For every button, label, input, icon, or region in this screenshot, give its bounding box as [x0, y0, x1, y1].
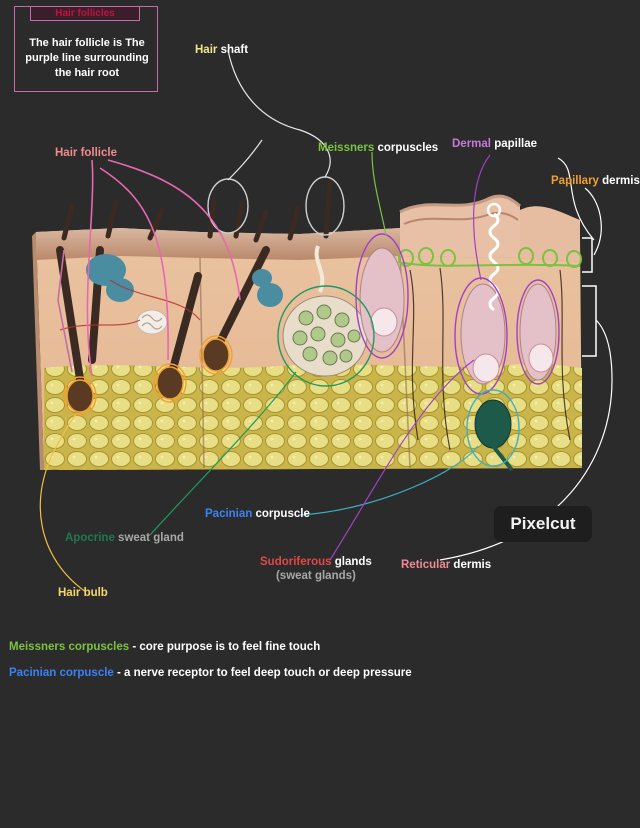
legend-pacinian-term: Pacinian corpuscle	[9, 667, 114, 679]
hair-bulbs	[66, 338, 230, 413]
label-pacinian-corpuscle: Pacinian corpuscle	[205, 508, 310, 520]
label-meissners-accent: Meissners	[318, 142, 375, 154]
note-line-1: The hair follicle is The	[29, 37, 145, 49]
legend-pacinian-definition: - a nerve receptor to feel deep touch or…	[113, 667, 412, 679]
label-hair-follicle: Hair follicle	[55, 147, 117, 159]
label-papillary-rest: dermis	[602, 175, 640, 187]
label-meissners-corpuscles: Meissners corpuscles	[318, 142, 438, 154]
hair-roots	[56, 246, 270, 396]
label-dermal-papillae: Dermal papillae	[452, 138, 537, 150]
label-hair-shaft-accent: Hair	[195, 44, 218, 56]
legend-meissners-term: Meissners corpuscles	[9, 641, 130, 653]
label-apocrine-sweat-gland: Apocrine sweat gland	[65, 532, 184, 544]
label-reticular-accent: Reticular	[401, 559, 451, 571]
pixelcut-watermark: Pixelcut	[494, 506, 592, 542]
note-line-3: the hair root	[54, 67, 120, 79]
label-hair-shaft: Hair shaft	[195, 44, 248, 56]
label-apocrine-accent: Apocrine	[65, 532, 115, 544]
leader-lines	[39, 49, 613, 593]
label-papillary-accent: Papillary	[551, 175, 599, 187]
legend-meissners-definition: - core purpose is to feel fine touch	[129, 641, 321, 653]
label-pacinian-rest: corpuscle	[255, 508, 310, 520]
sebaceous-glands	[86, 254, 283, 307]
label-sudoriferous-sub: (sweat glands)	[275, 570, 356, 582]
label-hair-bulb-accent: Hair bulb	[58, 587, 108, 599]
note-title: Hair follicles	[30, 6, 140, 21]
label-reticular-rest: dermis	[453, 559, 492, 571]
label-dermal-rest: papillae	[494, 138, 538, 150]
label-sudoriferous-rest: glands	[334, 556, 372, 568]
nerves	[59, 267, 571, 451]
legend-meissners: Meissners corpuscles - core purpose is t…	[9, 641, 320, 653]
meissner-rings	[397, 247, 582, 268]
label-hair-shaft-rest: shaft	[220, 44, 249, 56]
label-dermal-accent: Dermal	[452, 138, 491, 150]
pacinian-body	[474, 399, 514, 472]
label-sudoriferous-accent: Sudoriferous	[260, 556, 332, 568]
label-apocrine-rest: sweat gland	[118, 532, 184, 544]
note-text: The hair follicle is The purple line sur…	[20, 36, 154, 81]
label-meissners-rest: corpuscles	[377, 142, 439, 154]
legend-pacinian: Pacinian corpuscle - a nerve receptor to…	[9, 667, 412, 679]
sweat-gland-coil	[136, 309, 168, 335]
lamellated-bulbs	[370, 307, 554, 383]
label-hair-follicle-accent: Hair follicle	[55, 147, 117, 159]
label-reticular-dermis: Reticular dermis	[401, 559, 491, 571]
apocrine-gland	[282, 245, 368, 377]
layer-brackets	[582, 237, 597, 357]
coiled-ducts	[486, 202, 502, 312]
label-hair-bulb: Hair bulb	[58, 587, 108, 599]
label-papillary-dermis: Papillary dermis	[551, 175, 640, 187]
label-pacinian-accent: Pacinian	[205, 508, 253, 520]
label-sudoriferous-glands: Sudoriferous glands (sweat glands)	[260, 556, 372, 582]
note-line-2: purple line surrounding	[25, 52, 149, 64]
